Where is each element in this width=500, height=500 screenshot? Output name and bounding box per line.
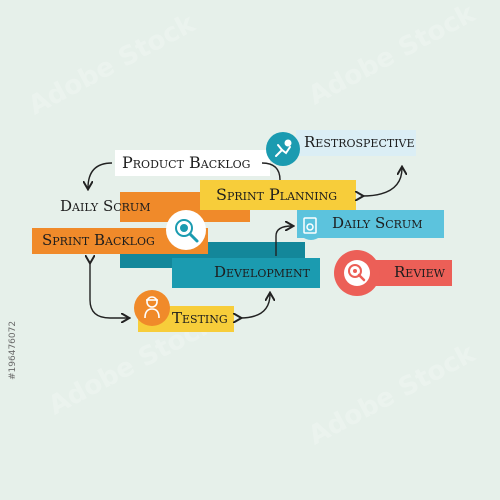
magnifier-icon [344,260,370,286]
review-label: Review [394,263,445,281]
retrospective-box [296,130,416,156]
magnifier-gear-icon [175,219,199,243]
sprint-planning-bar [200,180,356,210]
arrow-backlog-testing [90,262,128,318]
daily-scrum-label-1: Daily Scrum [60,197,151,215]
arrow-backlog-to-daily [88,162,113,188]
arrow-backlog-to-planning [261,162,281,181]
daily-scrum-label-2: Daily Scrum [332,214,423,232]
arrow-development-daily [275,226,292,256]
sprint-backlog-label: Sprint Backlog [42,231,155,249]
testing-label: Testing [172,309,228,327]
retrospective-label: Restrospective [304,133,415,151]
product-backlog-box [115,150,270,176]
sprint-planning-label: Sprint Planning [216,185,338,204]
retrospective-circle [266,132,300,166]
testing-circle [134,290,170,326]
runner-icon [275,139,292,157]
product-backlog-label: Product Backlog [122,153,251,172]
arrow-planning-retro [362,168,402,196]
arrow-testing-development [240,294,270,318]
gear-document-icon [303,217,317,234]
person-icon [144,296,160,319]
development-label: Development [214,263,311,281]
development-bar [172,258,320,288]
